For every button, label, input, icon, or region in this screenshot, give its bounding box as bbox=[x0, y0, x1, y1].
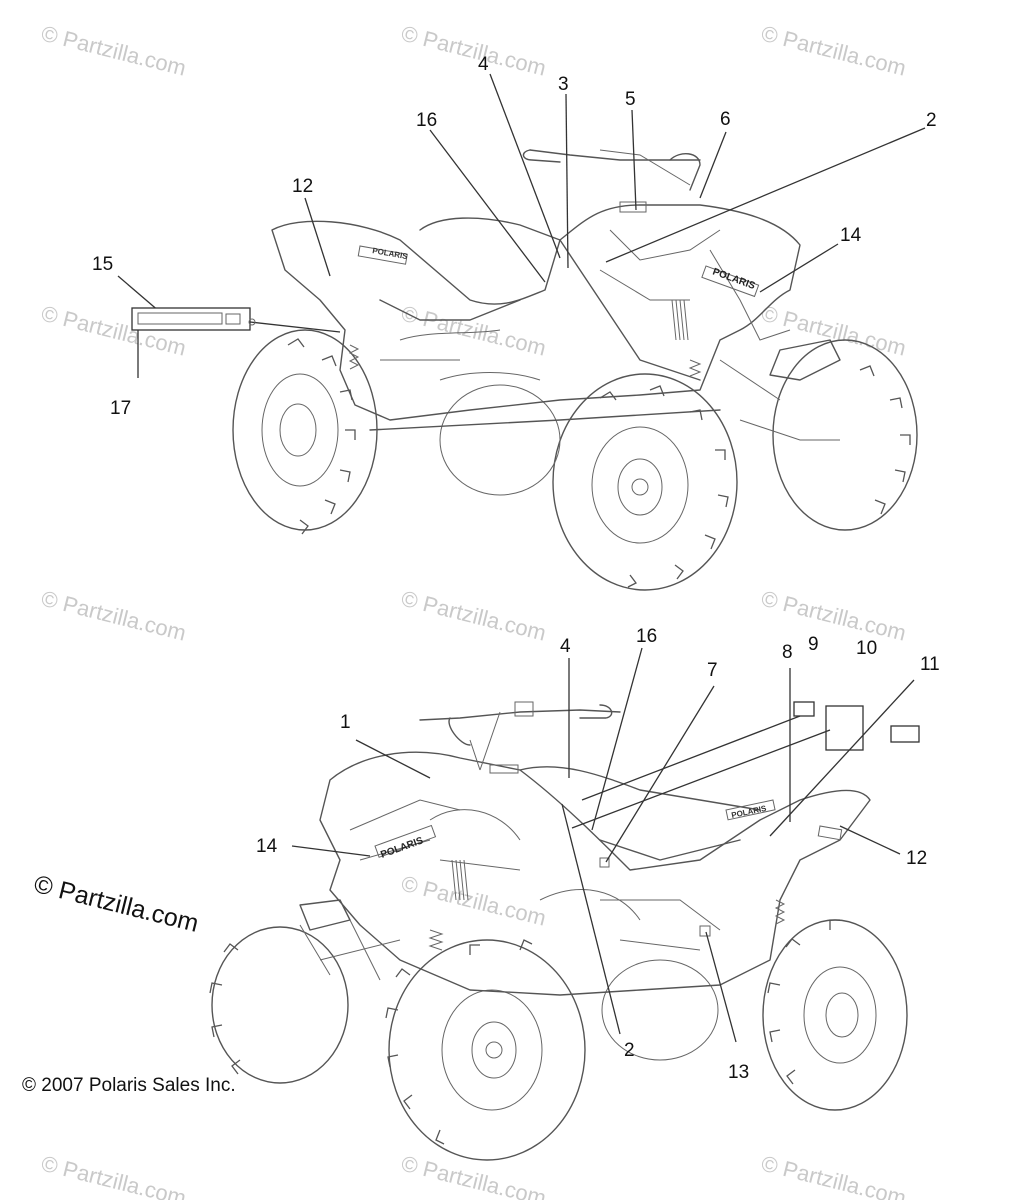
callout-12: 12 bbox=[906, 848, 927, 869]
callout-3: 3 bbox=[558, 74, 569, 95]
watermark: © Partzilla.com bbox=[39, 586, 189, 646]
callout-8: 8 bbox=[782, 642, 793, 663]
decal-detail bbox=[131, 307, 256, 331]
callout-7: 7 bbox=[707, 660, 718, 681]
callout-16: 16 bbox=[416, 110, 437, 131]
callout-13: 13 bbox=[728, 1062, 749, 1083]
watermark: © Partzilla.com bbox=[759, 1151, 909, 1200]
callout-4: 4 bbox=[478, 54, 489, 75]
callout-1: 1 bbox=[340, 712, 351, 733]
brand-decal: POLARIS bbox=[379, 835, 425, 861]
watermark: © Partzilla.com bbox=[399, 1151, 549, 1200]
watermark-layer: © Partzilla.com © Partzilla.com © Partzi… bbox=[39, 21, 909, 1200]
callout-2: 2 bbox=[624, 1040, 635, 1061]
callout-4: 4 bbox=[560, 636, 571, 657]
callout-2: 2 bbox=[926, 110, 937, 131]
watermark: © Partzilla.com bbox=[399, 301, 549, 361]
wheel bbox=[772, 339, 918, 531]
watermark: © Partzilla.com bbox=[39, 21, 189, 81]
callout-15: 15 bbox=[92, 254, 113, 275]
watermark: © Partzilla.com bbox=[759, 586, 909, 646]
atv-bottom-view: POLARIS POLARIS bbox=[209, 701, 908, 1161]
wheel bbox=[232, 329, 378, 535]
atv-top-view: POLARIS POLARIS bbox=[232, 149, 918, 591]
callout-6: 6 bbox=[720, 109, 731, 130]
watermark: © Partzilla.com bbox=[399, 21, 549, 81]
callout-16: 16 bbox=[636, 626, 657, 647]
watermark: © Partzilla.com bbox=[399, 871, 549, 931]
wheel bbox=[385, 939, 586, 1161]
callout-14: 14 bbox=[840, 225, 862, 246]
callout-leaders-bottom bbox=[291, 647, 915, 1043]
callout-17: 17 bbox=[110, 398, 131, 419]
wheel bbox=[552, 373, 738, 591]
callout-11: 11 bbox=[920, 654, 940, 675]
callout-12: 12 bbox=[292, 176, 313, 197]
copyright-notice: © 2007 Polaris Sales Inc. bbox=[22, 1075, 236, 1096]
callout-10: 10 bbox=[856, 638, 877, 659]
brand-decal: POLARIS bbox=[711, 266, 757, 292]
watermark: © Partzilla.com bbox=[39, 1151, 189, 1200]
callout-9: 9 bbox=[808, 634, 819, 655]
callout-leaders-top bbox=[117, 73, 926, 378]
wheel bbox=[209, 926, 349, 1084]
callouts-top: 4 3 5 6 2 16 12 14 15 17 bbox=[92, 54, 937, 419]
callouts-bottom: 4 16 7 8 9 10 11 1 14 12 2 13 bbox=[256, 626, 940, 1083]
watermark: © Partzilla.com bbox=[399, 586, 549, 646]
wheel bbox=[762, 919, 908, 1111]
callout-5: 5 bbox=[625, 89, 636, 110]
watermark: © Partzilla.com bbox=[759, 21, 909, 81]
watermark: © Partzilla.com bbox=[759, 301, 909, 361]
callout-14: 14 bbox=[256, 836, 278, 857]
